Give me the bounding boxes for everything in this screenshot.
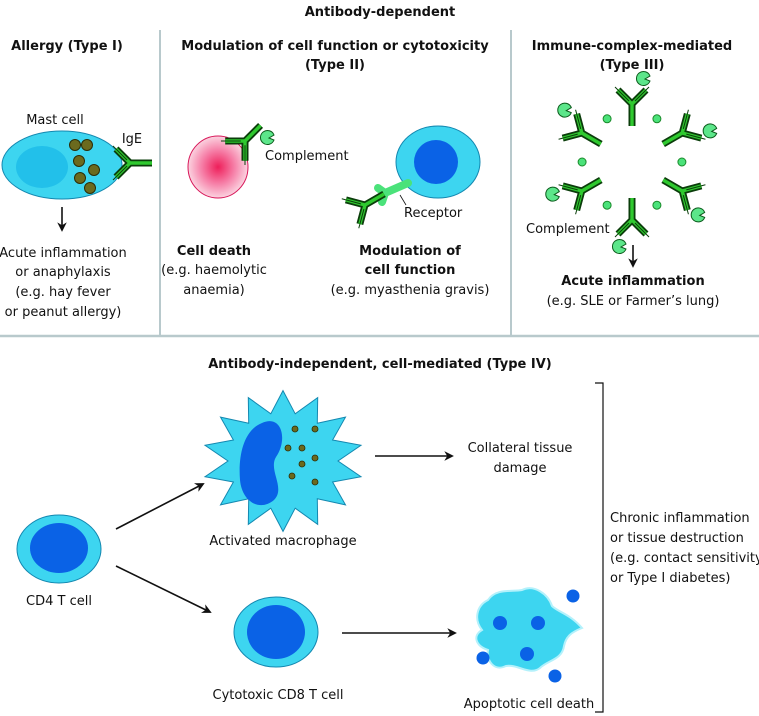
type-ii-heading: (Type II) <box>305 58 365 73</box>
complement-label: Complement <box>526 222 610 237</box>
antigen-icon <box>577 157 587 167</box>
summary-line: or Type I diabetes) <box>610 571 730 586</box>
type-iv-panel: Antibody-independent, cell-mediated (Typ… <box>16 357 759 713</box>
cell-death-title: Cell death <box>177 244 251 259</box>
type-i-outcome-line: Acute inflammation <box>0 246 127 261</box>
complement-icon <box>702 123 718 139</box>
antibody-icon <box>655 165 706 214</box>
mast-cell-label: Mast cell <box>26 113 84 128</box>
summary-line: (e.g. contact sensitivity <box>610 551 759 566</box>
activated-macrophage <box>203 389 363 533</box>
cell-death-line: (e.g. haemolytic <box>161 263 267 278</box>
arrow-to-cd8 <box>115 565 212 613</box>
collateral-line: Collateral tissue <box>468 441 573 456</box>
antigen-icon <box>677 157 687 167</box>
antigen-icon <box>602 114 612 124</box>
type-i-outcome-line: or peanut allergy) <box>5 305 122 320</box>
antibody-icon <box>655 110 706 159</box>
antigen-icon <box>652 200 662 210</box>
type-iii-panel: Immune-complex-mediated (Type III) Compl… <box>526 39 732 309</box>
receptor-label: Receptor <box>404 206 463 221</box>
cd4-label: CD4 T cell <box>26 594 92 609</box>
type-iii-heading: Immune-complex-mediated <box>532 39 732 54</box>
cell-death-line: anaemia) <box>183 283 244 298</box>
complement-icon <box>259 130 275 145</box>
type-ii-panel: Modulation of cell function or cytotoxic… <box>161 39 489 298</box>
macrophage-label: Activated macrophage <box>209 534 356 549</box>
cd4-nucleus <box>30 523 88 573</box>
complement-label: Complement <box>265 149 349 164</box>
modulation-line: (e.g. myasthenia gravis) <box>331 283 490 298</box>
type-iii-outcome-title: Acute inflammation <box>561 274 704 289</box>
target-cell-nucleus <box>414 140 458 184</box>
ige-label: IgE <box>122 132 142 147</box>
complement-icon <box>611 239 627 254</box>
collateral-line: damage <box>493 461 546 476</box>
antibody-icon <box>615 198 649 237</box>
red-blood-cell <box>187 135 249 199</box>
complement-icon <box>545 186 560 202</box>
summary-line: Chronic inflammation <box>610 511 750 526</box>
antibody-icon <box>559 165 610 214</box>
complement-icon <box>635 71 651 86</box>
complement-icon <box>557 102 572 118</box>
antigen-icon <box>602 200 612 210</box>
antigen-icon <box>652 114 662 124</box>
cd8-nucleus <box>247 605 305 659</box>
apoptotic-cell <box>475 587 584 672</box>
mast-cell-granules <box>69 139 100 194</box>
arrow-to-macrophage <box>115 483 205 530</box>
macrophage-nucleus <box>239 421 283 506</box>
apoptotic-bodies <box>476 589 580 683</box>
cd8-label: Cytotoxic CD8 T cell <box>213 688 344 703</box>
type-iii-heading: (Type III) <box>600 58 665 73</box>
modulation-title: cell function <box>365 263 456 278</box>
type-iv-heading: Antibody-independent, cell-mediated (Typ… <box>208 357 551 372</box>
macrophage-granules <box>284 425 319 486</box>
type-i-heading: Allergy (Type I) <box>11 39 123 54</box>
type-i-panel: Allergy (Type I) Mast cell IgE Acute inf… <box>0 39 152 320</box>
type-i-outcome-line: (e.g. hay fever <box>15 285 111 300</box>
type-i-outcome-line: or anaphylaxis <box>15 265 111 280</box>
summary-line: or tissue destruction <box>610 531 744 546</box>
type-iii-outcome-line: (e.g. SLE or Farmer’s lung) <box>547 294 720 309</box>
type-ii-heading: Modulation of cell function or cytotoxic… <box>181 39 489 54</box>
complement-icon <box>690 207 706 223</box>
antibody-icon <box>615 87 649 126</box>
modulation-title: Modulation of <box>359 244 461 259</box>
diagram-title: Antibody-dependent <box>305 5 456 20</box>
apoptosis-label: Apoptotic cell death <box>464 697 594 712</box>
mast-cell-nucleus <box>16 146 68 188</box>
outcome-bracket <box>595 382 604 713</box>
receptor-pointer <box>399 194 407 206</box>
